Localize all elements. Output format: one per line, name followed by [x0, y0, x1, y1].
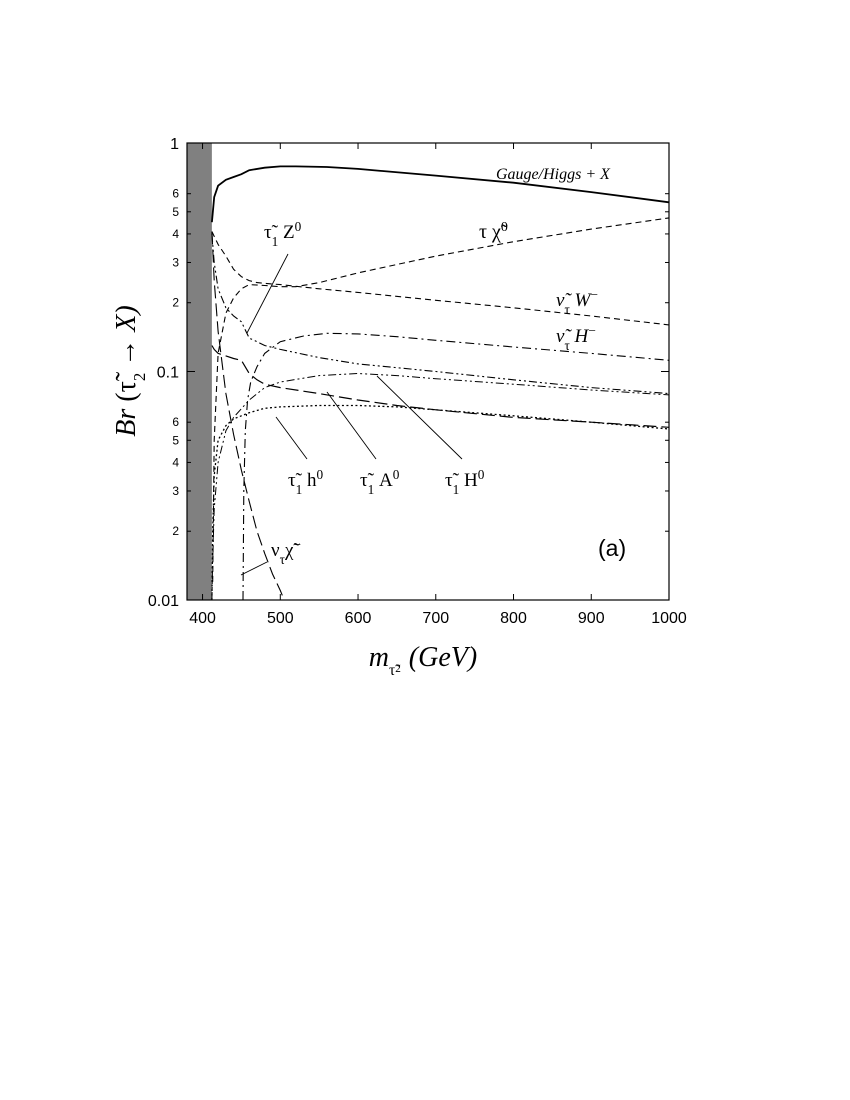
- label-sneutrino-charged-higgs: ν̃τ H−: [556, 323, 596, 353]
- axes-layer: 400 500 600 700 800 900 1000 0.01 0.1 1 2 3 4 5 6 2 3 4 5 6: [148, 136, 687, 627]
- series-line-4: [211, 233, 669, 395]
- leader-line-nu: [240, 561, 268, 576]
- y-minor-tick-label: 6: [172, 415, 179, 429]
- y-minor-tick-label: 4: [172, 227, 179, 241]
- label-tau-neutralino: τ χ̃0: [479, 220, 508, 244]
- leader-line-h: [275, 416, 308, 460]
- label-stau-light-higgs: τ̃1 h0: [288, 467, 324, 497]
- leader-line-hh: [376, 375, 463, 460]
- x-tick-label: 600: [345, 610, 372, 627]
- series-line-7: [211, 404, 669, 600]
- series-line-6: [211, 372, 669, 600]
- y-minor-tick-label: 3: [172, 255, 179, 269]
- series-line-0: [211, 165, 669, 223]
- x-tick-label: 400: [189, 610, 216, 627]
- y-minor-tick-label: 4: [172, 455, 179, 469]
- label-stau-z: τ̃1 Z0: [264, 219, 302, 249]
- y-minor-tick-label: 2: [172, 296, 179, 310]
- y-minor-tick-label: 5: [172, 205, 179, 219]
- label-stau-pseudoscalar: τ̃1 A0: [360, 467, 400, 497]
- leader-lines-layer: [240, 253, 463, 576]
- plot-frame: [186, 142, 670, 601]
- panel-label: (a): [598, 535, 626, 561]
- y-tick-label: 0.1: [157, 365, 179, 382]
- y-minor-tick-label: 2: [172, 524, 179, 538]
- y-tick-label: 1: [170, 136, 179, 153]
- label-stau-heavy-higgs: τ̃1 H0: [445, 467, 485, 497]
- series-line-1: [212, 217, 669, 582]
- axis-titles: mτ̃2(GeV) Br (τ̃2→ X): [111, 305, 477, 678]
- x-axis-label: mτ̃2(GeV): [369, 642, 477, 679]
- series-line-2: [211, 231, 669, 326]
- series-line-8: [211, 231, 285, 600]
- x-tick-label: 800: [500, 610, 527, 627]
- y-minor-tick-label: 5: [172, 433, 179, 447]
- x-tick-label: 900: [578, 610, 605, 627]
- x-tick-label: 700: [422, 610, 449, 627]
- series-line-3: [242, 332, 669, 600]
- series-line-5: [211, 345, 669, 428]
- series-layer: [211, 165, 669, 600]
- y-minor-tick-label: 3: [172, 484, 179, 498]
- curve-labels: Gauge/Higgs + X τ χ̃0 ν̃τ W− ν̃τ H− τ̃1 …: [264, 166, 626, 567]
- label-gauge-higgs: Gauge/Higgs + X: [496, 166, 611, 183]
- leader-line-z: [246, 253, 289, 334]
- label-neutrino-chargino: ντχ̃−: [271, 537, 301, 567]
- label-sneutrino-w: ν̃τ W−: [556, 287, 598, 317]
- y-tick-label: 0.01: [148, 593, 179, 610]
- x-tick-label: 500: [267, 610, 294, 627]
- leader-line-a: [326, 391, 377, 460]
- x-tick-label: 1000: [651, 610, 687, 627]
- y-axis-label: Br (τ̃2→ X): [111, 305, 149, 436]
- y-minor-tick-label: 6: [172, 187, 179, 201]
